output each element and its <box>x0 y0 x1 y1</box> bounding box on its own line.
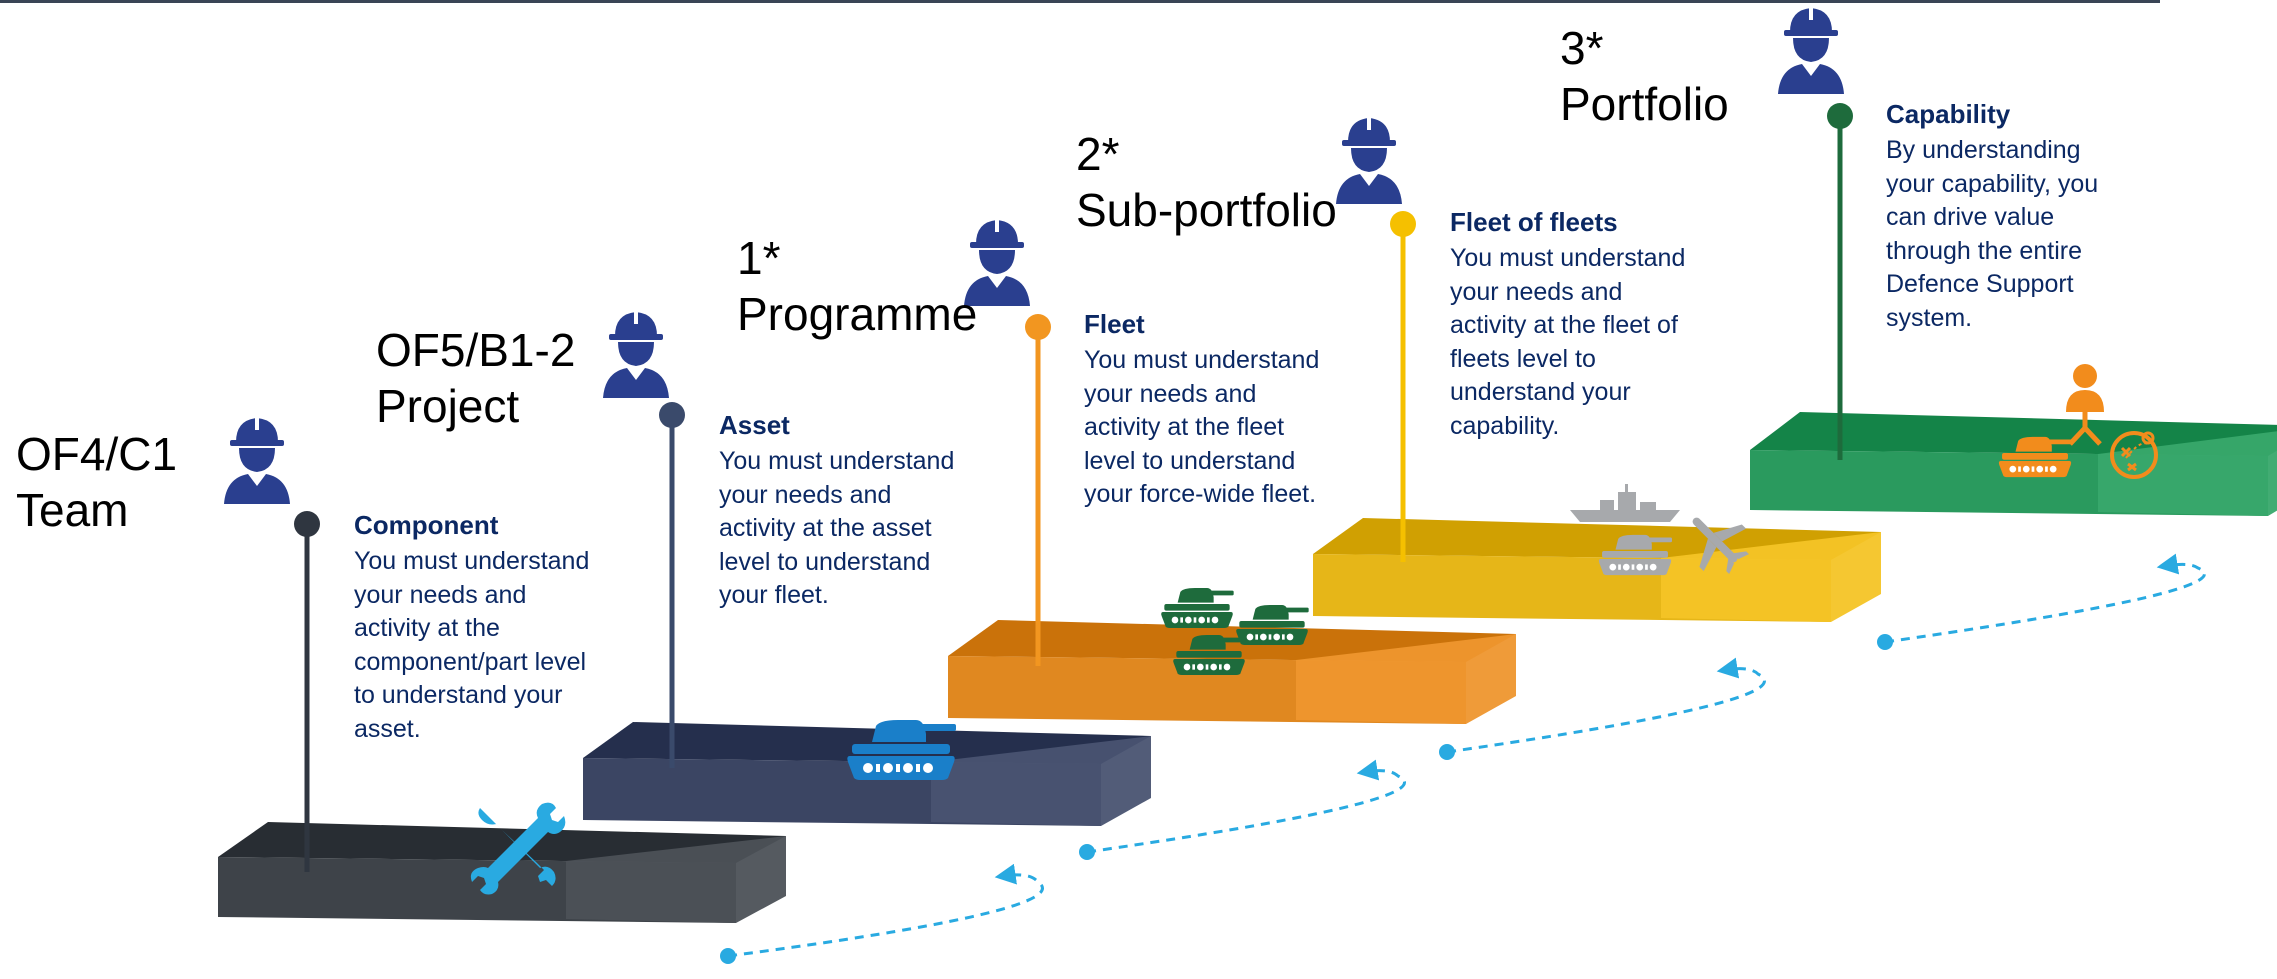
level-label-programme: 1* Programme <box>737 230 977 342</box>
stage-component: Component You must understand your needs… <box>354 508 644 746</box>
description-line: your capability, you <box>1886 169 2099 198</box>
step-platform-team <box>218 822 786 923</box>
stage-description: You must understand your needs and activ… <box>1084 344 1374 512</box>
description-line: through the entire <box>1886 236 2082 265</box>
stage-title: Component <box>354 510 499 540</box>
description-line: activity at the fleet <box>1084 413 1285 441</box>
stage-title: Fleet of fleets <box>1450 207 1618 237</box>
description-line: your needs and <box>354 580 527 609</box>
stage-asset: Asset You must understand your needs and… <box>719 408 999 613</box>
stage-title: Fleet <box>1084 309 1145 339</box>
stage-description: You must understand your needs and activ… <box>1450 242 1740 443</box>
level-grade: OF5/B1-2 <box>376 324 576 376</box>
pin-team <box>294 511 320 872</box>
description-line: your needs and <box>1084 379 1257 408</box>
stage-description: By understanding your capability, you ca… <box>1886 134 2176 335</box>
description-line: activity at the fleet of <box>1450 311 1678 339</box>
level-name: Sub-portfolio <box>1076 184 1337 236</box>
stage-title: Capability <box>1886 99 2011 129</box>
stage-capability: Capability By understanding your capabil… <box>1886 97 2176 335</box>
description-line: component/part level <box>354 647 587 676</box>
pin-programme <box>1025 314 1051 666</box>
description-line: your force-wide fleet. <box>1084 480 1317 508</box>
hard-hat-person-icon <box>603 310 669 398</box>
hard-hat-person-icon <box>1778 6 1844 94</box>
level-name: Team <box>16 484 129 536</box>
description-line: You must understand <box>1450 244 1686 272</box>
description-line: activity at the asset <box>719 514 932 542</box>
stage-description: You must understand your needs and activ… <box>354 545 644 746</box>
description-line: Defence Support <box>1886 270 2074 298</box>
description-line: level to understand <box>1084 446 1296 475</box>
description-line: your needs and <box>719 480 892 509</box>
description-line: You must understand <box>719 447 955 475</box>
progression-arrow <box>1877 553 2206 650</box>
step-platform-project <box>583 722 1151 826</box>
level-name: Project <box>376 380 520 432</box>
description-line: asset. <box>354 714 421 743</box>
level-name: Programme <box>737 288 978 340</box>
level-grade: OF4/C1 <box>16 428 178 480</box>
description-line: You must understand <box>354 547 590 575</box>
capability-network-icon <box>1998 364 2158 479</box>
hard-hat-person-icon <box>224 416 290 504</box>
description-line: By understanding <box>1886 136 2081 164</box>
step-platform-programme <box>948 620 1516 724</box>
level-label-team: OF4/C1 Team <box>16 426 177 538</box>
description-line: fleets level to <box>1450 344 1596 373</box>
level-name: Portfolio <box>1560 78 1729 130</box>
step-platform-portfolio <box>1750 412 2277 516</box>
level-label-sub-portfolio: 2* Sub-portfolio <box>1076 126 1337 238</box>
stage-fleet: Fleet You must understand your needs and… <box>1084 307 1374 512</box>
description-line: system. <box>1886 303 1973 332</box>
description-line: understand your <box>1450 378 1631 406</box>
description-line: level to understand <box>719 547 931 576</box>
pin-portfolio <box>1827 103 1853 460</box>
pin-sub-portfolio <box>1390 211 1416 562</box>
level-grade: 3* <box>1560 22 1604 74</box>
progression-arrow <box>720 863 1044 964</box>
level-grade: 2* <box>1076 128 1120 180</box>
stage-fleet-of-fleets: Fleet of fleets You must understand your… <box>1450 205 1740 443</box>
progression-arrow <box>1439 657 1766 760</box>
level-label-project: OF5/B1-2 Project <box>376 322 575 434</box>
description-line: activity at the <box>354 614 500 642</box>
ship-tank-aircraft-icon <box>1570 484 1749 576</box>
stage-title: Asset <box>719 410 790 440</box>
description-line: can drive value <box>1886 203 2055 231</box>
step-platform-sub-portfolio <box>1313 518 1881 622</box>
progression-arrow <box>1079 759 1406 860</box>
description-line: your fleet. <box>719 581 829 609</box>
level-label-portfolio: 3* Portfolio <box>1560 20 1729 132</box>
description-line: capability. <box>1450 411 1560 440</box>
hard-hat-person-icon <box>1336 116 1402 204</box>
description-line: You must understand <box>1084 346 1320 374</box>
stage-description: You must understand your needs and activ… <box>719 445 999 613</box>
top-rule <box>0 0 2160 3</box>
description-line: your needs and <box>1450 277 1623 306</box>
wrench-screwdriver-icon <box>470 802 566 895</box>
description-line: to understand your <box>354 681 563 709</box>
level-grade: 1* <box>737 232 781 284</box>
pin-project <box>659 402 685 768</box>
